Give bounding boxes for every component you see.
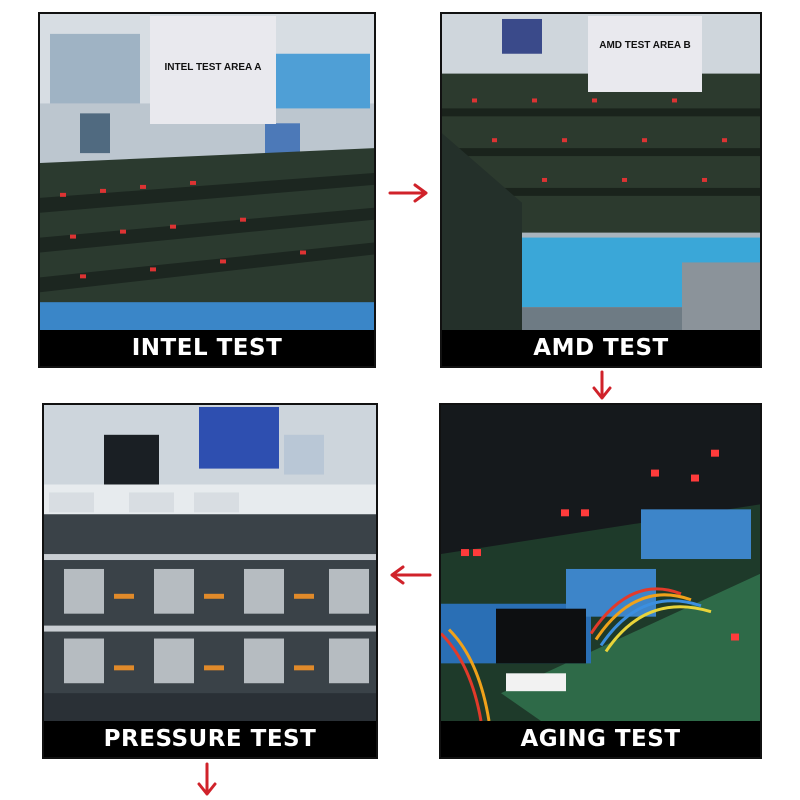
pressure-test-photo [44, 405, 376, 721]
aging-test-photo [441, 405, 760, 721]
arrow-right-icon [388, 183, 428, 203]
arrow-left-icon [390, 565, 432, 585]
pressure-test-panel: PRESSURE TEST [42, 403, 378, 759]
aging-test-label: AGING TEST [441, 721, 760, 757]
pressure-test-scene [44, 405, 376, 721]
amd-test-panel: AMD TEST AREA B AMD TEST [440, 12, 762, 368]
arrow-down-icon [592, 370, 612, 400]
aging-test-panel: AGING TEST [439, 403, 762, 759]
amd-area-sign: AMD TEST AREA B [588, 16, 702, 92]
arrow-down-icon [197, 762, 217, 796]
intel-test-panel: INTEL TEST AREA A INTEL TEST [38, 12, 376, 368]
pressure-test-label: PRESSURE TEST [44, 721, 376, 757]
amd-test-label: AMD TEST [442, 330, 760, 366]
intel-test-label: INTEL TEST [40, 330, 374, 366]
intel-area-sign: INTEL TEST AREA A [150, 16, 276, 124]
amd-test-photo [442, 14, 760, 330]
aging-test-scene [441, 405, 760, 721]
amd-test-scene [442, 14, 760, 330]
